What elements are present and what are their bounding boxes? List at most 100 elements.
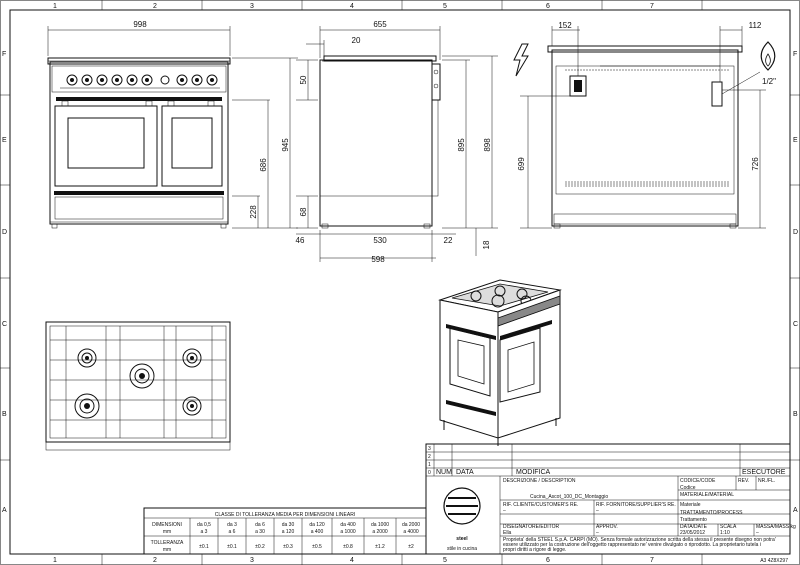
dim-rear-inner-height: 699 [517,157,526,171]
sheet-drawing-frame [9,9,791,555]
dim-rear-left: 152 [558,21,572,30]
flame-icon [760,41,776,71]
tolerance-dimension-label: DIMENSIONI [152,522,182,528]
column-ruler: 1 2 3 4 5 6 7 1 2 3 4 5 6 7 [53,0,703,565]
row-label-b: B [2,411,7,418]
top-burners [74,348,202,419]
tb-supplier-value: – [596,508,599,514]
tb-supplier-label: RIF. FORNITORE/SUPPLIER'S RE. [596,502,676,508]
tolerance-range-to: a 1000 [340,529,356,535]
front-view [47,57,231,229]
col-label-3-bottom: 3 [250,557,254,564]
rev-col-esecutore: ESECUTORE [742,469,786,476]
col-label-1: 1 [53,3,57,10]
rev-row-1: 1 [428,462,431,468]
tolerance-tolerance-unit: mm [163,547,171,553]
tb-code-label: CODICE/CODE [680,478,716,484]
row-label-d-right: D [793,229,798,236]
logo-word: steel [456,536,468,542]
tolerance-value: ±0.1 [199,544,209,550]
col-label-4-bottom: 4 [350,557,354,564]
title-block: 3 2 1 0 NUM DATA MODIFICA ESECUTORE stee… [425,443,796,555]
tb-client-value: – [503,508,506,514]
front-oven-handle [56,97,222,101]
tb-treatment-value: Trattamento [680,517,707,523]
dim-side-height: 895 [457,138,466,152]
tb-scale-value: 1:10 [720,530,730,536]
front-storage-drawer [54,196,224,220]
tolerance-range-to: a 3 [201,529,208,535]
col-label-6-bottom: 6 [546,557,550,564]
col-label-6: 6 [546,3,550,10]
tolerance-range-to: a 30 [255,529,265,535]
row-label-f-right: F [793,51,797,58]
rev-col-modifica: MODIFICA [516,469,551,476]
tb-legal-line-1: Proprieta' della STEEL S.p.A. CARPI (MO)… [503,537,776,543]
dim-side-bottom: 18 [482,240,491,249]
gas-fitting-size: 1/2" [762,77,776,86]
tolerance-tolerance-label: TOLLERANZA [151,540,184,546]
tolerance-value: ±0.3 [283,544,293,550]
row-label-c-right: C [793,321,798,328]
tolerance-range-to: a 400 [311,529,324,535]
rev-row-3: 3 [428,446,431,452]
iso-burners [470,285,532,308]
dim-rear-connection-height: 726 [751,157,760,171]
row-label-c: C [2,321,7,328]
tb-desc-label: DESCRIZIONE / DESCRIPTION [503,478,576,484]
tolerance-range-from: da 1000 [371,522,389,528]
top-view-hob [45,321,231,451]
rev-row-0: 0 [428,470,431,476]
dim-front-overall-height: 945 [281,138,290,152]
front-main-oven-door [54,105,158,187]
dim-side-knob-offset: 50 [299,75,308,84]
row-label-d: D [2,229,7,236]
tb-treatment-label: TRATTAMENTO/PROCESS [680,510,743,516]
rear-vent-slots [565,65,730,187]
rev-col-num: NUM [436,469,452,476]
col-label-3: 3 [250,3,254,10]
tb-material-value: Materiale [680,502,701,508]
rear-view-dimensions: 152 112 699 726 1/2" [517,21,776,229]
tb-drawn-value: Ella [503,530,512,536]
tb-client-label: RIF. CLIENTE/CUSTOMER'S RE. [503,502,578,508]
rear-view [547,45,743,229]
tolerance-range-from: da 120 [309,522,325,528]
tolerance-range-from: da 3 [227,522,237,528]
dim-side-foot: 68 [299,207,308,216]
tb-description: Cucina_Ascot_100_DC_Montaggio [530,494,608,500]
tolerance-range-from: da 400 [340,522,356,528]
tb-approved-label: APPROV. [596,524,618,530]
col-label-5-bottom: 5 [443,557,447,564]
tolerance-cells: da 0,5a 3±0.1da 3a 6±0.1da 6a 30±0.2da 3… [197,522,420,550]
col-label-7: 7 [650,3,654,10]
rev-col-data: DATA [456,469,474,476]
dim-front-cavity-height: 686 [259,158,268,172]
tolerance-value: ±0.1 [227,544,237,550]
tb-legal-line-2: essere utilizzato per la costruzione del… [503,542,761,548]
isometric-view [438,279,562,446]
tb-weight-value: – [756,530,759,536]
tb-drawn-label: DISEGNATORE/EDITOR [503,524,560,530]
dim-front-plinth-height: 228 [249,205,258,219]
logo-tagline: stile in cucina [447,546,477,552]
tolerance-value: ±0.5 [312,544,322,550]
tolerance-value: ±2 [408,544,414,550]
sheet-code: A3 4Z8X297 [760,558,788,564]
tb-date-label: DATA/DATE [680,524,708,530]
row-label-e-right: E [793,137,798,144]
tb-rev-label: REV. [738,478,749,484]
tolerance-title: CLASSE DI TOLLERANZA MEDIA PER DIMENSION… [215,512,355,518]
tolerance-range-to: a 120 [282,529,295,535]
dim-side-top-height: 898 [483,138,492,152]
col-label-1-bottom: 1 [53,557,57,564]
dim-side-body: 530 [373,236,387,245]
tb-code-value: Codice [680,485,696,491]
rear-gas-connection [711,81,723,107]
dim-side-right-gap: 22 [444,236,453,245]
tb-scale-label: SCALA [720,524,737,530]
tb-nr-label: NR./FL. [758,478,775,484]
front-aux-oven-door [161,105,223,187]
tolerance-value: ±1.2 [375,544,385,550]
